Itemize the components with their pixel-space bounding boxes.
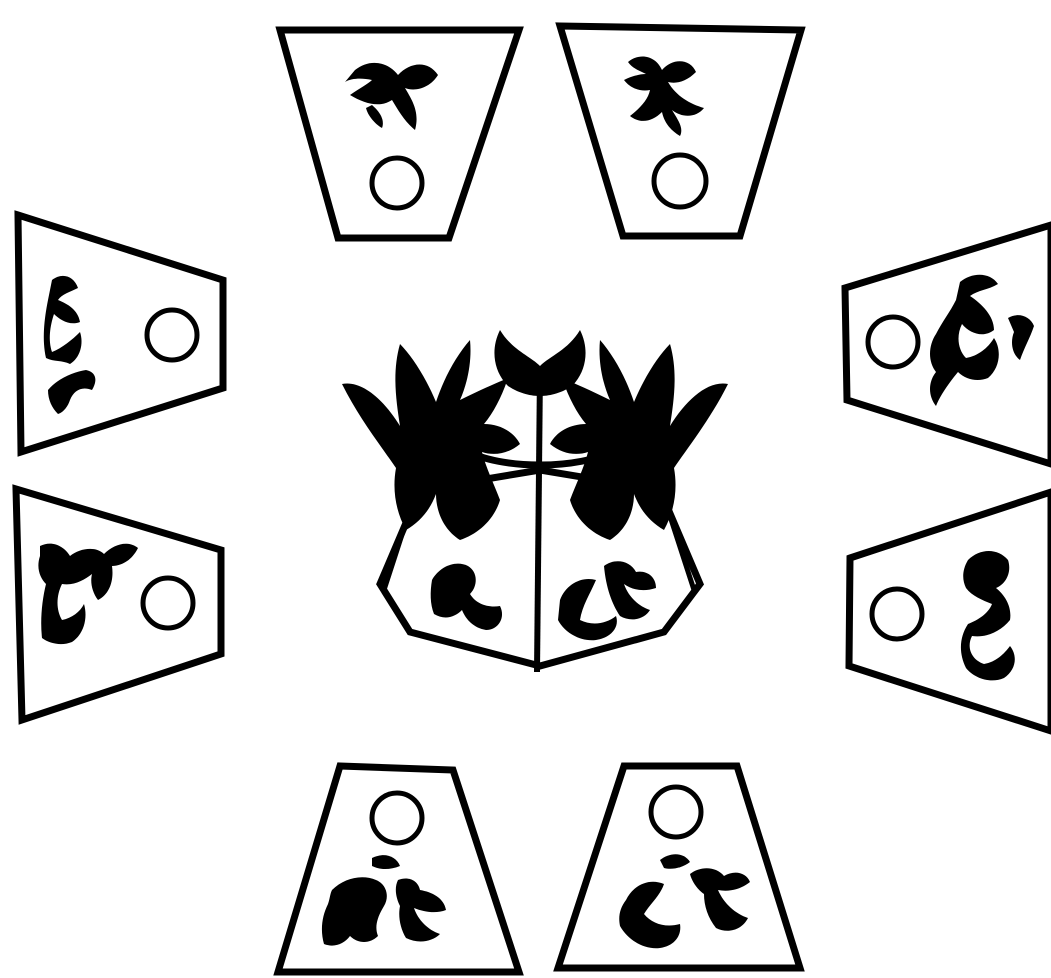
panel-left-lower [16, 489, 221, 720]
panel-bottom-left [278, 766, 519, 972]
panel-right-lower [849, 492, 1051, 731]
panel-bottom-left-frame [278, 766, 519, 972]
panel-right-upper [845, 225, 1051, 464]
panel-left-upper [18, 215, 223, 452]
panel-bottom-right [558, 766, 800, 968]
panel-top-left [280, 30, 519, 238]
panel-top-right [560, 26, 801, 236]
dragon-crown-emblem-icon [342, 330, 728, 672]
crown-center-line [537, 370, 540, 672]
panel-right-lower-frame [849, 492, 1051, 731]
